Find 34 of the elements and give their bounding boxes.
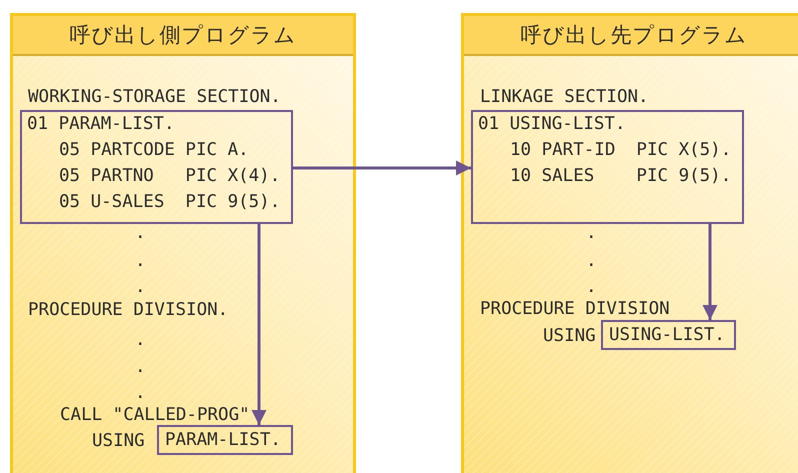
parameter-name-box: USING-LIST. bbox=[601, 320, 736, 350]
arrow bbox=[293, 160, 471, 176]
code-line: 05 PARTNO PIC X(4). bbox=[59, 165, 280, 187]
code-line: 10 PART-ID PIC X(5). bbox=[510, 139, 732, 161]
code-line: 01 PARAM-LIST. bbox=[27, 113, 175, 135]
code-line: 10 SALES PIC 9(5). bbox=[510, 165, 732, 187]
data-structure-box bbox=[471, 110, 744, 224]
panel-heading: 呼び出し先プログラム bbox=[464, 16, 798, 56]
arrow bbox=[702, 224, 718, 320]
code-line: CALL "CALLED-PROG" bbox=[60, 404, 250, 426]
program-panel bbox=[461, 13, 798, 473]
code-line: 05 U-SALES PIC 9(5). bbox=[59, 191, 280, 213]
code-line: 05 PARTCODE PIC A. bbox=[59, 139, 249, 161]
code-line: . bbox=[586, 222, 597, 244]
code-line: . bbox=[586, 276, 597, 298]
code-line: . bbox=[135, 382, 146, 404]
code-line: USING bbox=[92, 430, 145, 452]
panel-heading: 呼び出し側プログラム bbox=[13, 16, 353, 56]
code-line: 01 USING-LIST. bbox=[478, 113, 626, 135]
code-line: PROCEDURE DIVISION bbox=[480, 298, 670, 320]
parameter-name-box: PARAM-LIST. bbox=[157, 425, 293, 455]
code-line: . bbox=[135, 250, 146, 272]
program-panel bbox=[10, 13, 356, 473]
code-line: . bbox=[135, 276, 146, 298]
data-structure-box bbox=[20, 110, 293, 224]
code-line: WORKING-STORAGE SECTION. bbox=[28, 86, 281, 108]
code-line: . bbox=[135, 329, 146, 351]
code-line: LINKAGE SECTION. bbox=[480, 86, 649, 108]
code-line: . bbox=[135, 356, 146, 378]
code-line: PROCEDURE DIVISION. bbox=[28, 299, 228, 321]
code-line: . bbox=[586, 250, 597, 272]
code-line: USING bbox=[543, 325, 596, 347]
arrow bbox=[252, 224, 266, 425]
code-line: . bbox=[135, 222, 146, 244]
